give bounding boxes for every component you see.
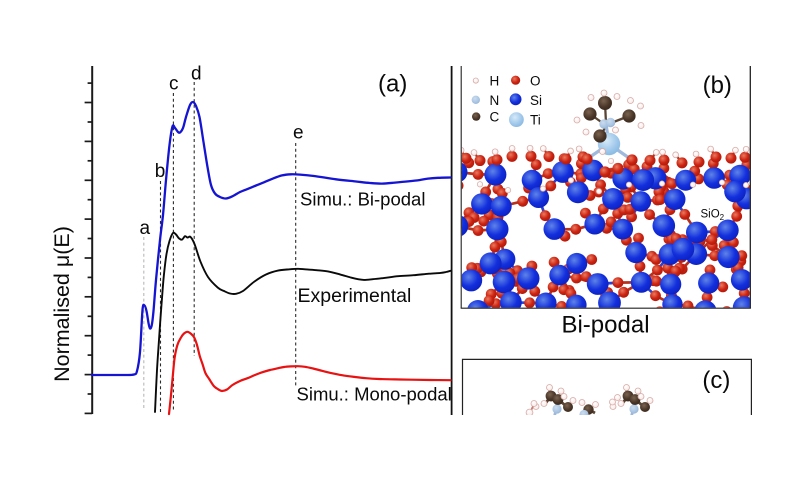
svg-text:O: O bbox=[530, 74, 541, 89]
svg-text:Si: Si bbox=[530, 93, 542, 108]
svg-text:a: a bbox=[140, 218, 151, 239]
svg-text:Experimental: Experimental bbox=[298, 285, 412, 307]
svg-text:Simu.: Bi-podal: Simu.: Bi-podal bbox=[300, 188, 425, 209]
svg-text:SiO2: SiO2 bbox=[701, 209, 725, 223]
svg-text:(b): (b) bbox=[703, 72, 732, 99]
svg-text:b: b bbox=[155, 161, 166, 182]
svg-text:C: C bbox=[490, 110, 500, 125]
svg-text:Bi-podal: Bi-podal bbox=[561, 311, 649, 338]
svg-text:d: d bbox=[191, 64, 202, 85]
svg-text:N: N bbox=[490, 93, 500, 108]
svg-text:Ti: Ti bbox=[530, 113, 541, 128]
svg-text:Normalised μ(E): Normalised μ(E) bbox=[50, 226, 74, 382]
svg-text:e: e bbox=[293, 123, 304, 144]
svg-text:Simu.: Mono-podal: Simu.: Mono-podal bbox=[297, 383, 452, 404]
svg-text:c: c bbox=[169, 74, 179, 95]
svg-text:H: H bbox=[490, 74, 500, 89]
svg-text:(a): (a) bbox=[378, 71, 407, 98]
svg-text:(c): (c) bbox=[702, 367, 730, 394]
